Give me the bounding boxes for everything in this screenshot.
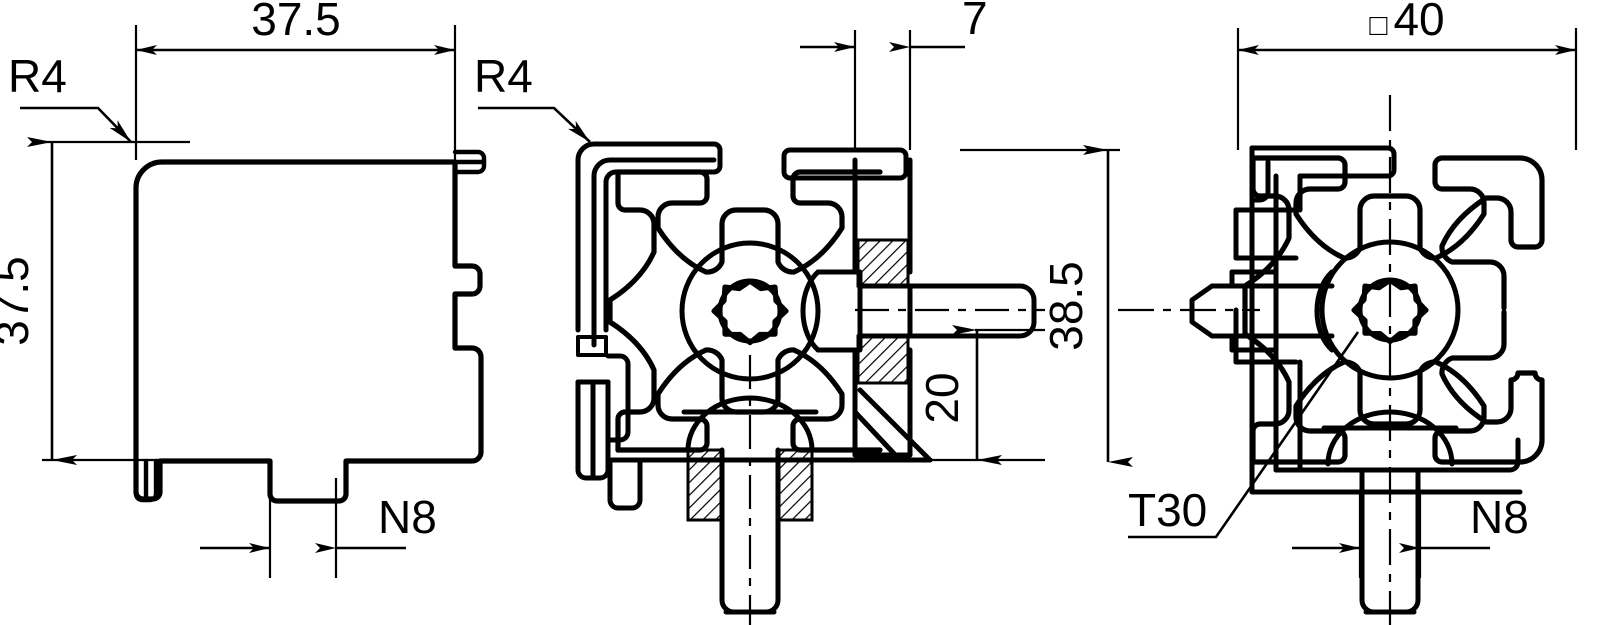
- dimension-label-height-37-5: 37.5: [0, 256, 38, 346]
- dimension-label-n8-right: N8: [1470, 491, 1529, 543]
- dimension-n8-right: N8: [1292, 491, 1529, 553]
- dimension-label-38-5: 38.5: [1040, 261, 1092, 351]
- dimension-label-n8-left: N8: [378, 491, 437, 543]
- right-view-pin: [1189, 269, 1335, 353]
- leader-t30: T30: [1128, 331, 1360, 539]
- right-view-angle-bracket: [1233, 145, 1523, 495]
- square-symbol-icon: □: [1369, 9, 1388, 42]
- dimension-label-r4-left: R4: [8, 50, 67, 102]
- right-view-profile-outline: [1242, 155, 1545, 465]
- dimension-label-40: 40: [1393, 0, 1444, 45]
- left-view-top-tab: [452, 149, 487, 175]
- middle-view-lower-flange: [607, 387, 933, 511]
- middle-section-view: 7 20 38.5 R4: [474, 0, 1133, 625]
- dimension-n8-left: N8: [200, 491, 437, 553]
- right-end-view: □40 N8 T30: [1118, 0, 1578, 625]
- dimension-label-t30: T30: [1128, 484, 1207, 536]
- leader-r4-middle: R4: [474, 50, 591, 143]
- right-view-lower-screw: [1321, 409, 1459, 615]
- dimension-20: 20: [916, 325, 1002, 465]
- dimension-38-5: 38.5: [1040, 145, 1133, 467]
- right-torx-socket-icon: [1351, 277, 1429, 345]
- leader-r4-left: R4: [8, 50, 132, 143]
- right-view-center-lines: [1118, 95, 1392, 625]
- dimension-label-r4-middle: R4: [474, 50, 533, 102]
- middle-view-angle-bracket: [575, 141, 723, 481]
- dimension-label-square-40: □40: [1369, 0, 1444, 45]
- torx-socket-icon: [711, 278, 789, 346]
- dimension-width-37-5: 37.5: [136, 0, 455, 55]
- left-view-body-outline: [133, 159, 484, 504]
- middle-view-section-hatching: [686, 238, 910, 522]
- dimension-label-width-37-5: 37.5: [251, 0, 341, 45]
- middle-view-pin-assembly: [781, 147, 1037, 458]
- middle-view-profile-outline: [607, 169, 883, 453]
- middle-view-lower-screw: [681, 395, 819, 615]
- left-view-bottom-tab: [133, 458, 159, 503]
- dimension-label-7: 7: [962, 0, 988, 44]
- left-side-view: 37.5 37.5 N8 R4: [0, 0, 487, 578]
- dimension-square-40: □40: [1238, 0, 1576, 55]
- dimension-label-20: 20: [916, 372, 968, 423]
- dimension-height-37-5: 37.5: [0, 137, 77, 465]
- dimension-7: 7: [800, 0, 988, 52]
